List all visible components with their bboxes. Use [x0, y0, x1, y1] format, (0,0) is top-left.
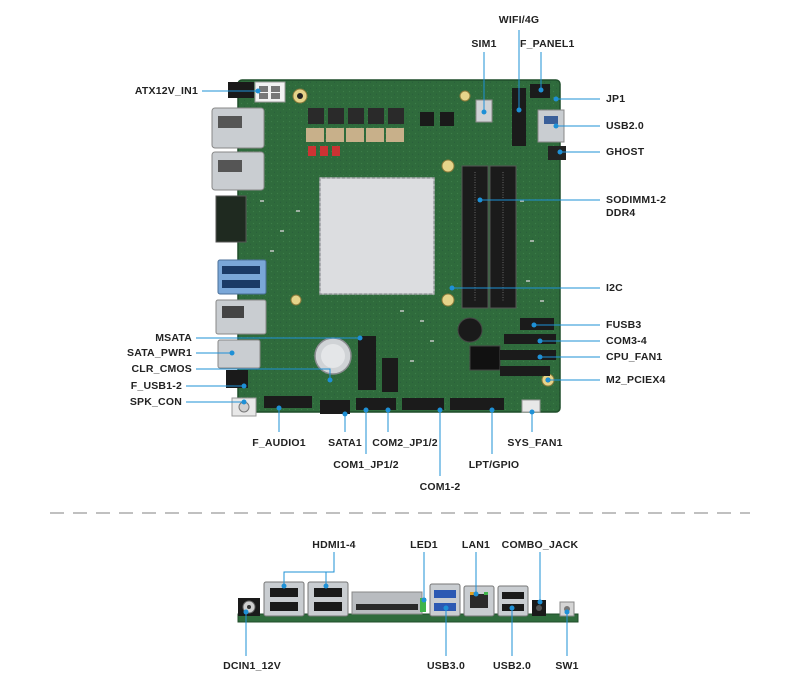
label-f-usb1-2: F_USB1-2: [130, 380, 182, 392]
label-usb20-bottom: USB2.0: [493, 660, 531, 672]
motherboard-top-view: [211, 79, 566, 417]
label-sys-fan1: SYS_FAN1: [507, 437, 563, 449]
callout-lines-top: [186, 30, 600, 476]
label-com2-jp1-2: COM2_JP1/2: [372, 437, 438, 449]
label-lpt-gpio: LPT/GPIO: [468, 459, 520, 471]
rear-io-side-view: [237, 581, 579, 623]
cpu-heatsink: [319, 177, 435, 295]
label-sata-pwr1: SATA_PWR1: [127, 347, 192, 359]
label-led1: LED1: [410, 539, 438, 551]
label-usb30: USB3.0: [427, 660, 465, 672]
label-msata: MSATA: [155, 332, 192, 344]
label-ghost: GHOST: [606, 146, 645, 158]
label-jp1: JP1: [606, 93, 626, 105]
label-usb20-top: USB2.0: [606, 120, 644, 132]
callout-lines-bottom: [245, 552, 568, 656]
callout-dots-top: [229, 87, 563, 417]
label-dcin1-12v: DCIN1_12V: [223, 660, 281, 672]
label-m2-pciex4: M2_PCIEX4: [606, 374, 666, 386]
label-f-audio1: F_AUDIO1: [252, 437, 306, 449]
label-f-panel1: F_PANEL1: [520, 38, 575, 50]
label-combo-jack: COMBO_JACK: [501, 539, 579, 551]
label-sata1: SATA1: [328, 437, 362, 449]
label-wifi-4g: WIFI/4G: [498, 14, 540, 26]
label-lan1: LAN1: [461, 539, 491, 551]
label-com3-4: COM3-4: [606, 335, 647, 347]
label-atx12v-in1: ATX12V_IN1: [134, 85, 198, 97]
label-fusb3: FUSB3: [606, 319, 642, 331]
label-com1-jp1-2: COM1_JP1/2: [333, 459, 399, 471]
label-cpu-fan1: CPU_FAN1: [606, 351, 663, 363]
label-sodimm: SODIMM1-2: [606, 194, 667, 206]
label-i2c: I2C: [606, 282, 623, 294]
label-com1-2: COM1-2: [419, 481, 461, 493]
label-sim1: SIM1: [471, 38, 497, 50]
label-hdmi1-4: HDMI1-4: [312, 539, 356, 551]
label-ddr4: DDR4: [606, 207, 636, 219]
label-clr-cmos: CLR_CMOS: [131, 363, 192, 375]
label-spk-con: SPK_CON: [129, 396, 182, 408]
label-sw1: SW1: [555, 660, 579, 672]
